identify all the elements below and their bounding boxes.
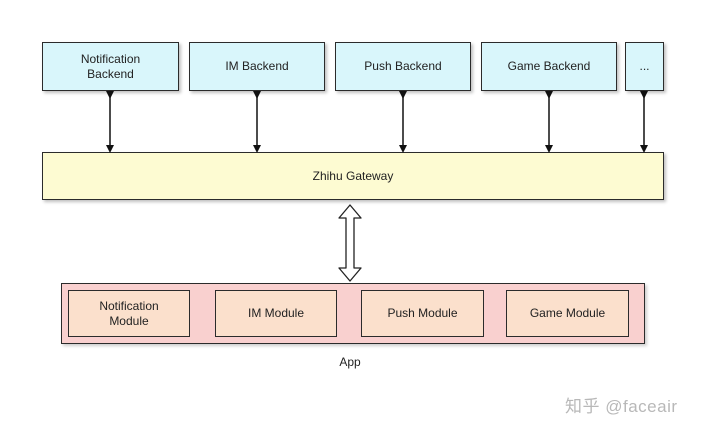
game-module-box: Game Module — [506, 290, 629, 337]
im-module-box: IM Module — [215, 290, 337, 337]
game-backend-box: Game Backend — [481, 42, 617, 91]
notification-module-box: Notification Module — [68, 290, 190, 337]
push-module-box: Push Module — [361, 290, 484, 337]
watermark-text: 知乎 @faceair — [565, 397, 678, 416]
gateway-app-double-arrow — [338, 204, 362, 282]
more-backends-box: ... — [625, 42, 664, 91]
push-backend-box: Push Backend — [335, 42, 471, 91]
notification-backend-box: Notification Backend — [42, 42, 179, 91]
app-label: App — [339, 355, 361, 369]
im-backend-box: IM Backend — [189, 42, 325, 91]
zhihu-gateway-box: Zhihu Gateway — [42, 152, 664, 200]
